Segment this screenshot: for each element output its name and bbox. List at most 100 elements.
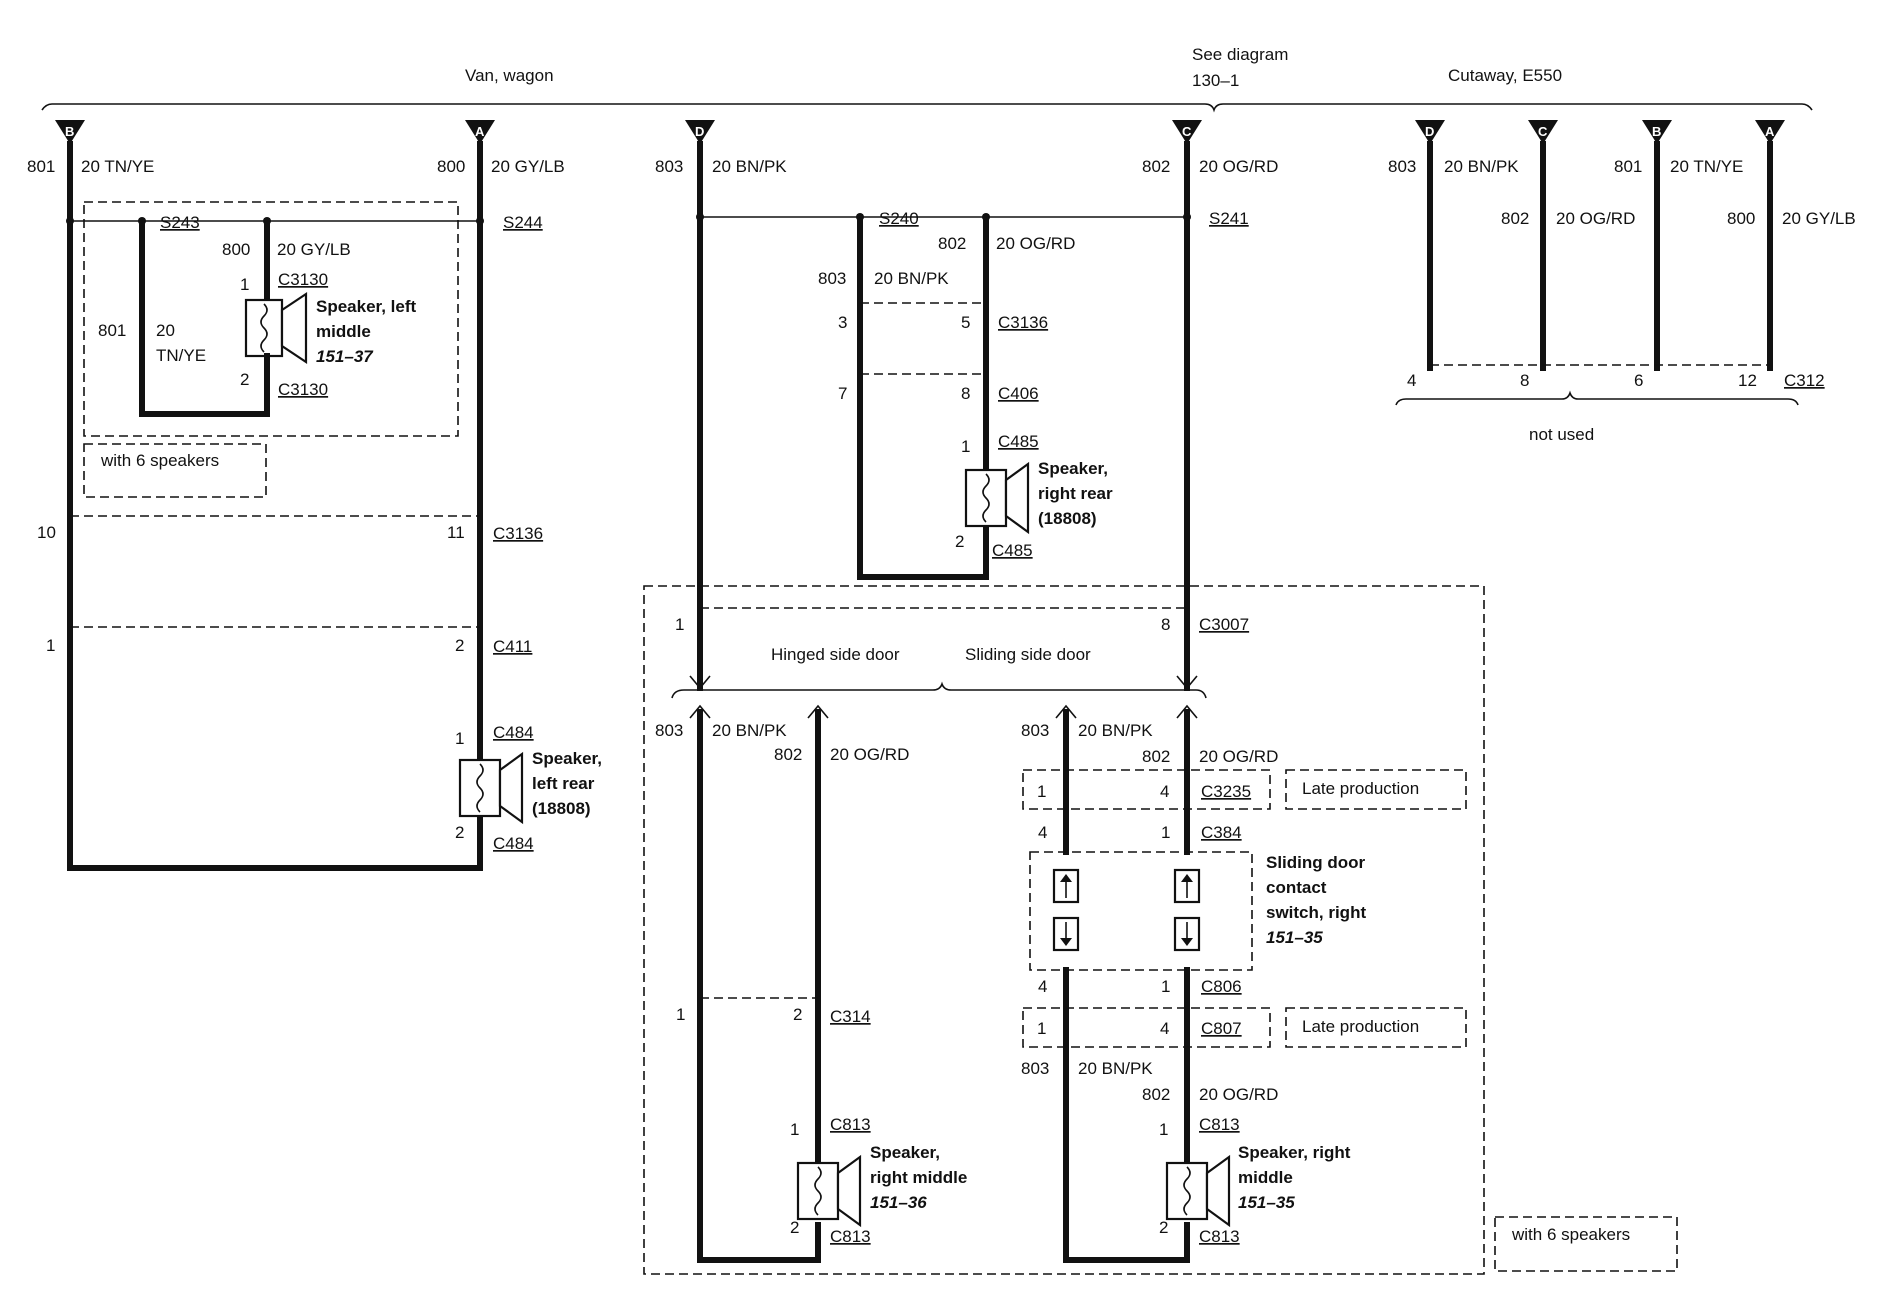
terminal-D-right: D	[1415, 120, 1445, 144]
hinged-c813-pin-1: 1	[790, 1120, 799, 1139]
c3235-box	[1022, 769, 1271, 810]
six-speaker-box-left	[83, 201, 459, 437]
svg-text:D: D	[695, 124, 704, 139]
sliding-803-color: 20 BN/PK	[1078, 721, 1153, 740]
in-802-color: 20 OG/RD	[996, 234, 1075, 253]
c3235: C3235	[1201, 782, 1251, 801]
pin-3: 3	[838, 313, 847, 332]
c411: C411	[493, 637, 532, 656]
switch-contact-right	[1173, 868, 1201, 952]
inner-801-color: 20	[156, 321, 175, 340]
wire-800-label: 800	[437, 157, 465, 176]
splice-s243: S243	[160, 213, 200, 232]
bottom-802-color: 20 OG/RD	[1199, 1085, 1278, 1104]
contact-switch-4: 151–35	[1266, 928, 1323, 947]
speaker-left-middle-3: 151–37	[316, 347, 374, 366]
c3235-pin-4: 4	[1160, 782, 1169, 801]
wire-801-inner	[139, 218, 270, 417]
terminal-A-right: A	[1755, 120, 1785, 144]
wire-802-color: 20 OG/RD	[1199, 157, 1278, 176]
speaker-right-rear-1: Speaker,	[1038, 459, 1108, 478]
wire-801-label: 801	[27, 157, 55, 176]
sliding-c813-bottom: C813	[1199, 1227, 1240, 1246]
speaker-left-middle	[244, 291, 308, 365]
hinged-802-label: 802	[774, 745, 802, 764]
c485-pin-2: 2	[955, 532, 964, 551]
c384-pin-4: 4	[1038, 823, 1047, 842]
sliding-c813-pin-1: 1	[1159, 1120, 1168, 1139]
cutaway-801-label: 801	[1614, 157, 1642, 176]
hinged-c813-pin-2: 2	[790, 1218, 799, 1237]
hinged-803-label: 803	[655, 721, 683, 740]
splice-s241: S241	[1209, 209, 1249, 228]
sliding-speaker-1: Speaker, right	[1238, 1143, 1351, 1162]
rear-loop	[857, 214, 989, 580]
late-production-2-label: Late production	[1302, 1017, 1419, 1036]
late-production-2	[1285, 1007, 1467, 1048]
wire-801-color: 20 TN/YE	[81, 157, 154, 176]
c806-pin-4: 4	[1038, 977, 1047, 996]
svg-text:B: B	[65, 124, 74, 139]
cutaway-801-color: 20 TN/YE	[1670, 157, 1743, 176]
splice-s240: S240	[879, 209, 919, 228]
speaker-right-middle-sliding	[1165, 1154, 1231, 1228]
cutaway-800-color: 20 GY/LB	[1782, 209, 1856, 228]
pin-10: 10	[37, 523, 56, 542]
pin-7: 7	[838, 384, 847, 403]
c411-pin-2: 2	[455, 636, 464, 655]
c3136-mid: C3136	[998, 313, 1048, 332]
wire-802-label: 802	[1142, 157, 1170, 176]
splice-dot	[1183, 213, 1191, 221]
hinged-speaker-1: Speaker,	[870, 1143, 940, 1162]
c806: C806	[1201, 977, 1242, 996]
contact-switch-3: switch, right	[1266, 903, 1366, 922]
pin-11: 11	[447, 523, 465, 542]
c384-pin-1: 1	[1161, 823, 1170, 842]
bottom-803-label: 803	[1021, 1059, 1049, 1078]
arrow-up	[689, 704, 711, 719]
not-used-brace	[1395, 390, 1799, 406]
bottom-803-color: 20 BN/PK	[1078, 1059, 1153, 1078]
hinged-side-door: Hinged side door	[771, 645, 900, 664]
pin-5: 5	[961, 313, 970, 332]
sliding-802-label: 802	[1142, 747, 1170, 766]
with-6-speakers-left-label: with 6 speakers	[100, 451, 219, 470]
sliding-803-label: 803	[1021, 721, 1049, 740]
arrow-802-down	[1176, 675, 1198, 690]
contact-switch-box	[1029, 851, 1253, 971]
svg-text:C: C	[1182, 124, 1192, 139]
c807-pin-4: 4	[1160, 1019, 1169, 1038]
arrow-up	[1055, 704, 1077, 719]
speaker-left-middle-1: Speaker, left	[316, 297, 417, 316]
arrow-up	[807, 704, 829, 719]
header-see-diagram-number: 130–1	[1192, 71, 1239, 90]
speaker-left-rear-1: Speaker,	[532, 749, 602, 768]
c3007: C3007	[1199, 615, 1249, 634]
c314-pin-1: 1	[676, 1005, 685, 1024]
sliding-c813-pin-2: 2	[1159, 1218, 1168, 1237]
hinged-803-color: 20 BN/PK	[712, 721, 787, 740]
c807-box	[1022, 1007, 1271, 1048]
header-van-wagon: Van, wagon	[465, 66, 554, 85]
svg-text:A: A	[475, 124, 485, 139]
splice-dot	[696, 213, 704, 221]
c312-pin-4: 4	[1407, 371, 1416, 390]
inner-800-label: 800	[222, 240, 250, 259]
hinged-802-color: 20 OG/RD	[830, 745, 909, 764]
c485-bottom: C485	[992, 541, 1033, 560]
inner-800-color: 20 GY/LB	[277, 240, 351, 259]
sliding-speaker-3: 151–35	[1238, 1193, 1295, 1212]
contact-switch-2: contact	[1266, 878, 1327, 897]
wire-803-color: 20 BN/PK	[712, 157, 787, 176]
bottom-802-label: 802	[1142, 1085, 1170, 1104]
speaker-right-rear-2: right rear	[1038, 484, 1113, 503]
cutaway-800-label: 800	[1727, 209, 1755, 228]
arrow-up	[1176, 704, 1198, 719]
c312-pin-12: 12	[1738, 371, 1757, 390]
harness-bus	[41, 103, 1813, 113]
hinged-speaker-2: right middle	[870, 1168, 967, 1187]
c484-top: C484	[493, 723, 534, 742]
splice-s244-dot	[476, 217, 484, 225]
c807-pin-1: 1	[1037, 1019, 1046, 1038]
